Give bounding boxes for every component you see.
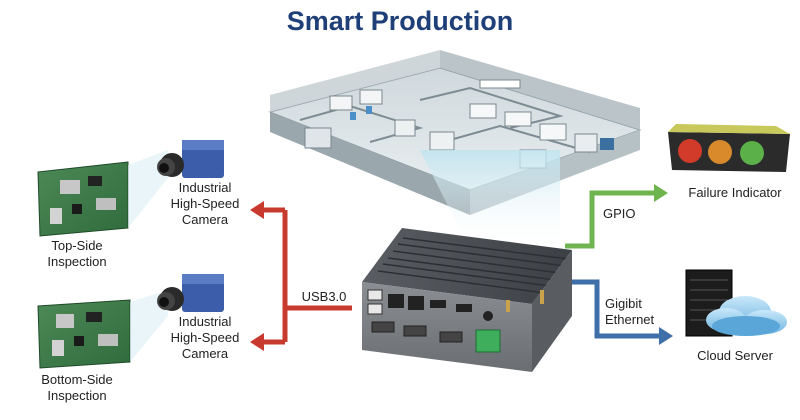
pcb-bottom-image <box>37 299 131 369</box>
camera-top-label: Industrial High-Speed Camera <box>170 180 240 227</box>
gpio-label: GPIO <box>603 206 636 221</box>
failure-indicator-label: Failure Indicator <box>688 185 782 200</box>
gigabit-ethernet-label: Gigibit Ethernet <box>605 296 655 327</box>
cloud-server-icon <box>685 269 787 337</box>
light-beam <box>420 150 560 250</box>
usb-label: USB3.0 <box>301 289 347 304</box>
camera-bottom-icon <box>157 274 224 312</box>
traffic-light-icon <box>668 124 790 172</box>
ethernet-arrow <box>570 279 673 345</box>
top-inspection-label: Top-Side Inspection <box>47 238 107 269</box>
cloud-server-label: Cloud Server <box>697 348 773 363</box>
gpio-arrow <box>565 184 668 249</box>
camera-top-icon <box>157 140 224 178</box>
bottom-inspection-label: Bottom-Side Inspection <box>41 372 113 403</box>
camera-bottom-label: Industrial High-Speed Camera <box>170 314 240 361</box>
usb-arrows <box>250 201 352 351</box>
page-title: Smart Production <box>286 6 514 36</box>
embedded-computer-image <box>362 228 572 372</box>
pcb-top-image <box>37 161 129 237</box>
